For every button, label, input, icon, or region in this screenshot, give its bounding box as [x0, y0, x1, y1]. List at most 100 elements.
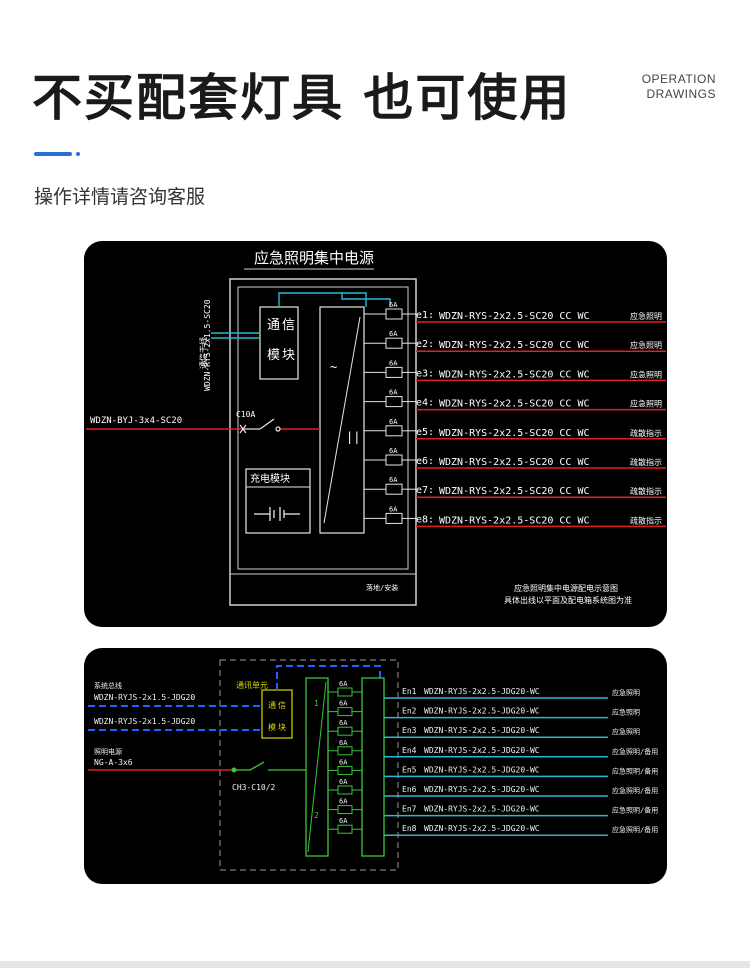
comm-module-char-1: 通	[268, 700, 276, 710]
d1-circuit-load: 疏散指示	[630, 457, 662, 467]
d2-circuit-load: 应急照明	[612, 708, 640, 717]
comm-bus-wires	[211, 292, 391, 339]
breaker-rating: C10A	[236, 410, 255, 419]
diagram-2-canvas: 通讯单元 通 信 模 块 系统总线 WDZN-RYJS-2x1.5-JDG20 …	[88, 659, 658, 871]
d2-circuit-load: 应急照明/备用	[612, 786, 658, 795]
d2-rating: 6A	[339, 798, 348, 806]
d2-circuit-cable: WDZN-RYJS-2x2.5-JDG20-WC	[424, 765, 540, 774]
d1-rating: 6A	[389, 389, 398, 397]
comm-bus-wires	[88, 665, 381, 731]
d2-circuit-cable: WDZN-RYJS-2x2.5-JDG20-WC	[424, 687, 540, 696]
d2-circuit-cable: WDZN-RYJS-2x2.5-JDG20-WC	[424, 824, 540, 833]
d2-fuse	[337, 805, 353, 815]
accent-dot	[76, 152, 80, 156]
d1-circuit-cable: WDZN-RYS-2x2.5-SC20 CC WC	[439, 428, 590, 439]
d2-fuse	[337, 765, 353, 775]
comm-module-char-4: 块	[282, 348, 295, 363]
inverter-symbol-ac: ~	[330, 360, 337, 374]
d2-circuit-id: En4	[402, 746, 417, 755]
d1-circuit-cable: WDZN-RYS-2x2.5-SC20 CC WC	[439, 340, 590, 351]
comm-module-char-3: 模	[268, 722, 276, 732]
inverter-symbol-2: 2	[314, 811, 319, 820]
comm-module-char-3: 模	[267, 348, 280, 363]
d1-circuit-cable: WDZN-RYS-2x2.5-SC20 CC WC	[439, 486, 590, 497]
power-input-cable: NG-A-3x6	[94, 758, 133, 767]
d1-fuse	[385, 483, 403, 495]
d1-fuse	[385, 337, 403, 349]
d2-circuit-cable: WDZN-RYJS-2x2.5-JDG20-WC	[424, 785, 540, 794]
d2-rating: 6A	[339, 778, 348, 786]
d2-rating: 6A	[339, 758, 348, 766]
d2-circuit-id: En1	[402, 687, 417, 696]
d1-fuse	[385, 425, 403, 437]
wiring-diagram-2: 通讯单元 通 信 模 块 系统总线 WDZN-RYJS-2x1.5-JDG20 …	[84, 648, 667, 884]
d2-circuit-load: 应急照明	[612, 688, 640, 697]
d1-rating: 6A	[389, 330, 398, 338]
output-module	[361, 677, 385, 857]
d1-circuit-id: e2:	[416, 339, 434, 350]
d1-circuit-load: 应急照明	[630, 340, 662, 350]
comm-cable-2: WDZN-RYJS-2x1.5-JDG20	[94, 717, 195, 726]
d2-rating: 6A	[339, 700, 348, 708]
d1-circuit-cable: WDZN-RYS-2x2.5-SC20 CC WC	[439, 399, 590, 410]
d1-fuse	[385, 512, 403, 524]
d1-rating: 6A	[389, 476, 398, 484]
d2-circuit-load: 应急照明/备用	[612, 825, 658, 834]
inverter-symbol-dc: ||	[346, 430, 360, 444]
d1-fuse	[385, 454, 403, 466]
d1-fuse	[385, 366, 403, 378]
d1-circuit-load: 疏散指示	[630, 486, 662, 496]
accent-bar	[34, 152, 72, 156]
d1-circuit-id: e8:	[416, 514, 434, 525]
charge-module-box	[245, 468, 311, 534]
d2-circuit-cable: WDZN-RYJS-2x2.5-JDG20-WC	[424, 746, 540, 755]
section-label-line1: OPERATION	[641, 72, 716, 86]
diagram-1-note-1: 应急照明集中电源配电示意图	[514, 583, 618, 593]
diagram-1-title: 应急照明集中电源	[254, 249, 374, 267]
enclosure-outer	[219, 659, 399, 871]
breaker-switch	[239, 418, 281, 434]
wiring-diagram-1: 应急照明集中电源 通 信 模 块 充电模块 || ~	[84, 241, 667, 627]
breaker-switch	[234, 761, 306, 771]
section-label-line2: DRAWINGS	[646, 87, 716, 101]
d2-fuse	[337, 726, 353, 736]
d2-circuit-id: En2	[402, 707, 417, 716]
d2-fuse	[337, 687, 353, 697]
d2-circuit-id: En3	[402, 726, 417, 735]
inverter-block	[319, 306, 365, 534]
comm-trunk-label: 通信干线	[198, 337, 208, 369]
d1-fuse	[385, 308, 403, 320]
d2-rating: 6A	[339, 680, 348, 688]
battery-symbol	[254, 507, 300, 521]
d2-circuit-id: En5	[402, 765, 417, 774]
inverter-diagonal	[307, 681, 327, 853]
d1-rating: 6A	[389, 301, 398, 309]
comm-module-char-1: 通	[267, 318, 280, 333]
enclosure-outer	[229, 278, 417, 606]
d1-circuit-cable: WDZN-RYS-2x2.5-SC20 CC WC	[439, 369, 590, 380]
d1-circuit-id: e3:	[416, 368, 434, 379]
comm-unit-title: 通讯单元	[236, 680, 268, 690]
d1-circuit-id: e1:	[416, 310, 434, 321]
d1-circuit-load: 应急照明	[630, 311, 662, 321]
d1-rating: 6A	[389, 505, 398, 513]
d1-circuit-id: e6:	[416, 456, 434, 467]
d1-circuit-load: 应急照明	[630, 369, 662, 379]
d2-fuse	[337, 824, 353, 834]
d2-circuit-cable: WDZN-RYJS-2x2.5-JDG20-WC	[424, 707, 540, 716]
d1-circuit-id: e5:	[416, 427, 434, 438]
d2-fuse	[337, 746, 353, 756]
d2-fuse	[337, 707, 353, 717]
d2-rating: 6A	[339, 739, 348, 747]
d1-circuit-cable: WDZN-RYS-2x2.5-SC20 CC WC	[439, 457, 590, 468]
d1-rating: 6A	[389, 418, 398, 426]
page-title: 不买配套灯具 也可使用	[32, 69, 572, 127]
d1-circuit-id: e4:	[416, 398, 434, 409]
enclosure-inner	[237, 286, 409, 570]
section-label: OPERATION DRAWINGS	[642, 72, 716, 102]
comm-cable-1: WDZN-RYJS-2x1.5-JDG20	[94, 693, 195, 702]
d2-circuit-load: 应急照明/备用	[612, 806, 658, 815]
d2-circuit-cable: WDZN-RYJS-2x2.5-JDG20-WC	[424, 726, 540, 735]
enclosure-mount-label: 落地/安装	[366, 583, 398, 592]
